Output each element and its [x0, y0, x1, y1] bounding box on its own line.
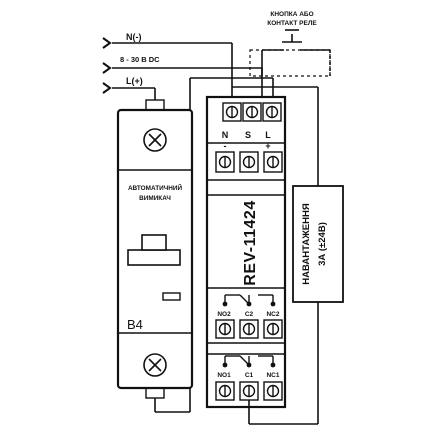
breaker-bottom-screw-icon — [143, 353, 167, 377]
wire-label-n: N(-) — [126, 32, 142, 42]
circuit-breaker: АВТОМАТИЧНИЙ ВИМИКАЧ B4 — [116, 99, 194, 399]
relay-model: REV-11424 — [242, 200, 259, 285]
breaker-top-screw-icon — [143, 128, 167, 152]
contact-nc1-label: NC1 — [266, 372, 279, 379]
terminal-n-label: N — [222, 130, 229, 140]
push-button: КНОПКА АБО КОНТАКТ РЕЛЕ — [249, 11, 331, 77]
mid-terminal-screws — [215, 319, 283, 339]
input-arrows — [102, 37, 112, 94]
contact-group-2-dots — [222, 301, 276, 307]
terminal-plus-label: + — [265, 141, 270, 151]
load-block: НАВАНТАЖЕННЯ 3А (±24В) — [292, 185, 344, 303]
arrow-vdc-icon — [102, 62, 112, 74]
breaker-rating: B4 — [127, 317, 143, 332]
button-caption-line1: КНОПКА АБО — [270, 11, 313, 18]
contact-no2-label: NO2 — [217, 311, 231, 318]
top-terminal-screws-lower — [215, 151, 283, 173]
relay-module: N S L - + REV-11424 NO2 — [205, 95, 287, 409]
top-terminal-screws — [222, 102, 282, 122]
contact-group-1-dots — [222, 362, 276, 368]
wire-label-l: L(+) — [126, 76, 143, 86]
terminal-s-label: S — [245, 130, 251, 140]
breaker-lever-icon — [127, 234, 181, 266]
arrow-l-icon — [102, 82, 112, 94]
load-label-line2: 3А (±24В) — [317, 222, 328, 266]
breaker-label-line2: ВИМИКАЧ — [139, 195, 171, 202]
arrow-n-icon — [102, 37, 112, 49]
terminal-l-label: L — [265, 130, 271, 140]
breaker-indicator — [162, 292, 181, 301]
contact-no1-label: NO1 — [217, 372, 231, 379]
contact-c2-label: C2 — [245, 311, 254, 318]
push-button-icon — [262, 29, 330, 51]
breaker-label-line1: АВТОМАТИЧНИЙ — [128, 183, 183, 192]
terminal-minus-label: - — [224, 141, 227, 151]
load-wires — [232, 86, 319, 425]
bottom-terminal-screws — [215, 381, 283, 401]
load-label-line1: НАВАНТАЖЕННЯ — [301, 203, 312, 285]
contact-c1-label: C1 — [245, 372, 254, 379]
contact-nc2-label: NC2 — [266, 311, 279, 318]
wire-label-vdc: 8 - 30 B DC — [120, 55, 160, 64]
button-caption-line2: КОНТАКТ РЕЛЕ — [267, 20, 317, 27]
